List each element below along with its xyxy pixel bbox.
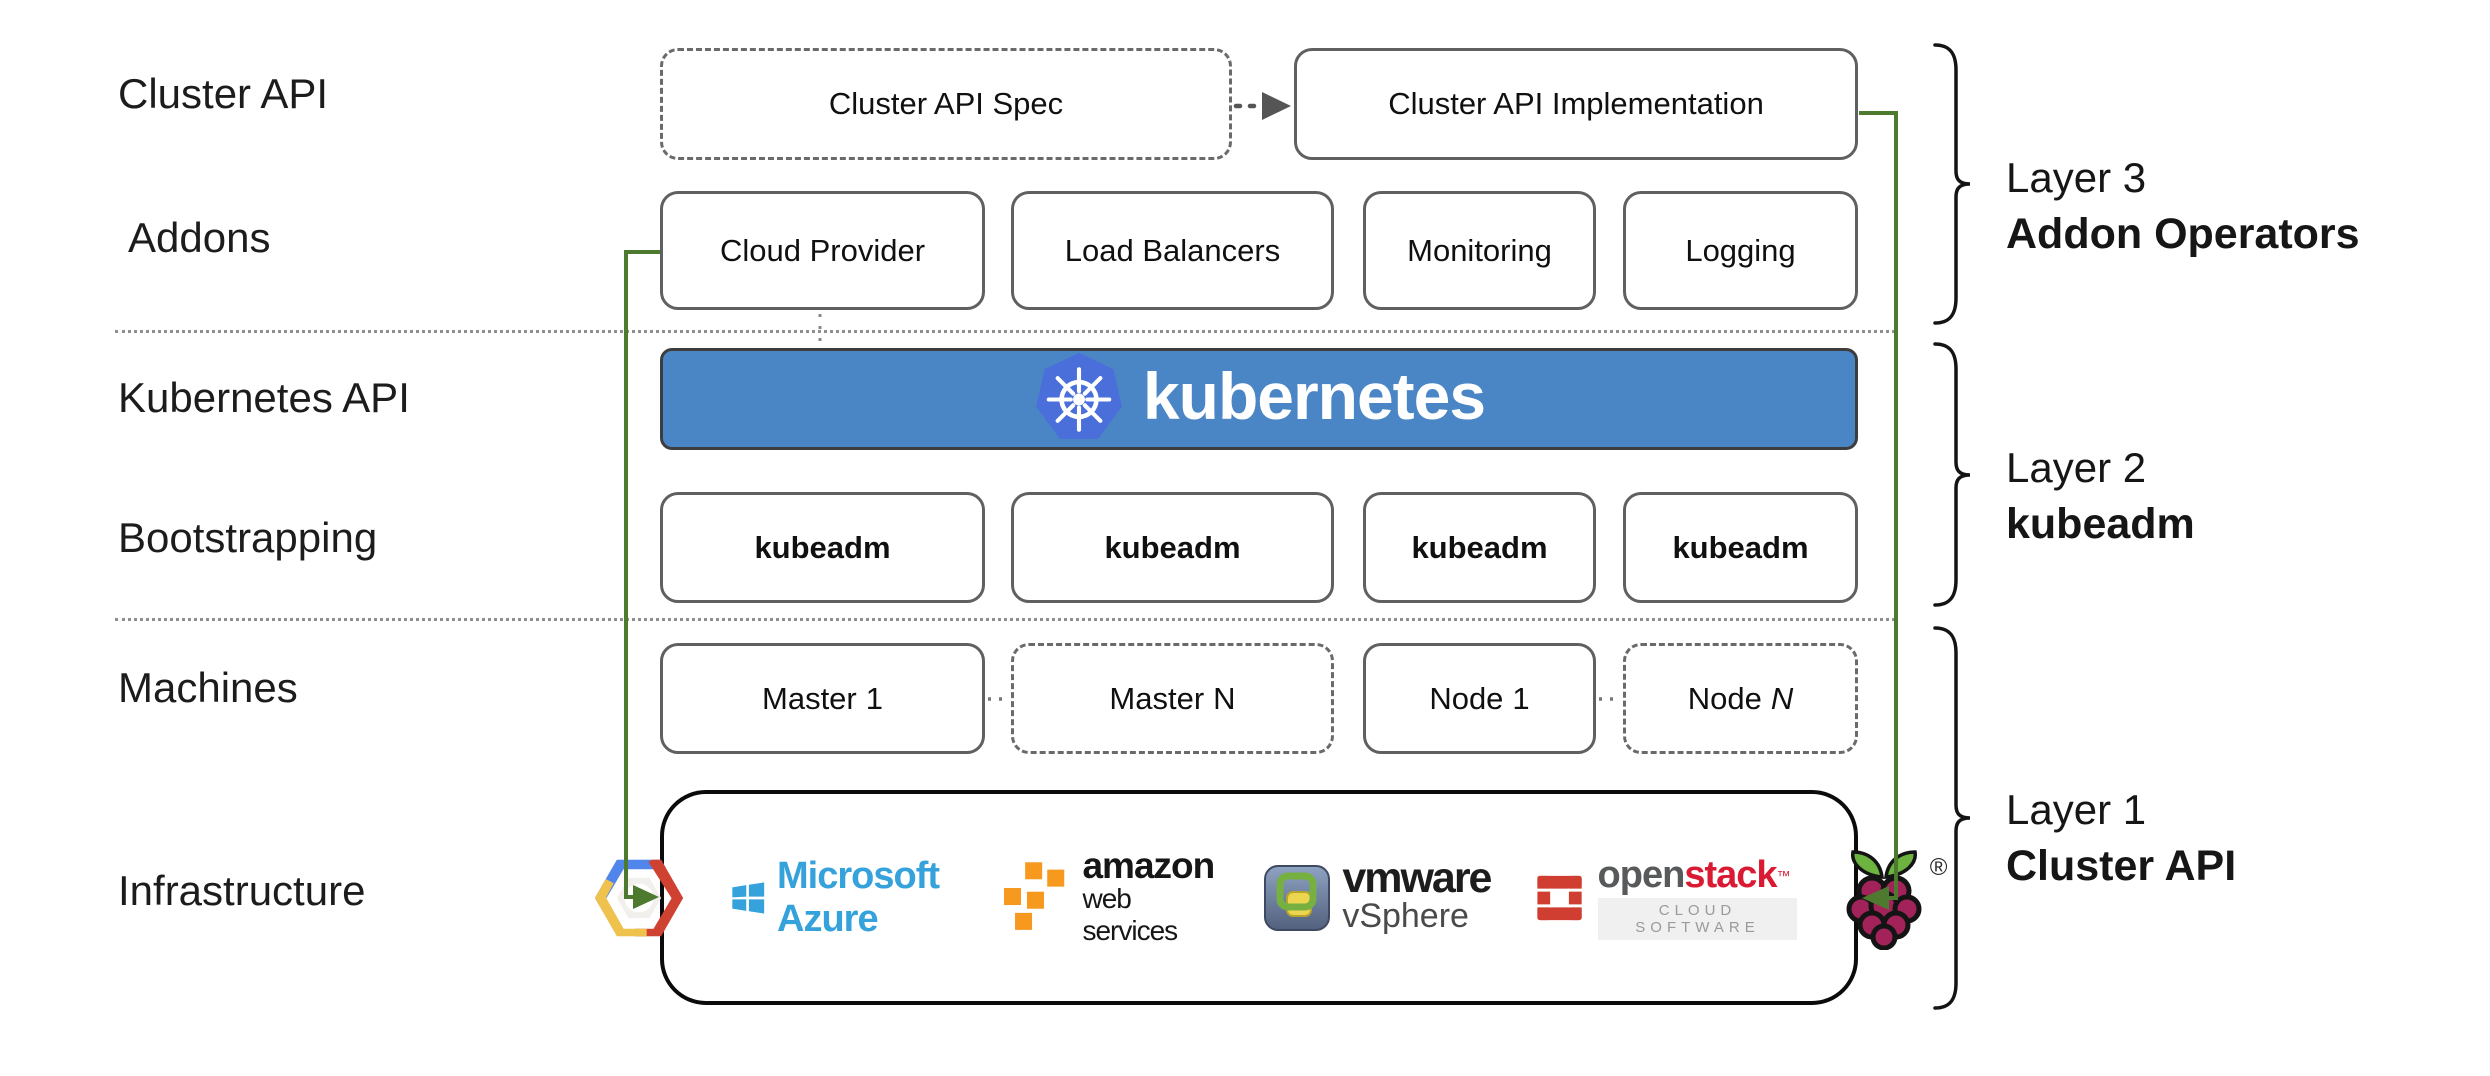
vmware-logo-text: vmware <box>1342 853 1492 902</box>
aws-logo-text-amazon: amazon <box>1082 844 1215 886</box>
box-master-n-label: Master <box>1109 680 1205 716</box>
raspberry-pi-logo: ® <box>1841 846 1947 950</box>
box-node-1: Node 1 <box>1363 643 1596 754</box>
google-cloud-logo <box>591 850 687 946</box>
layer-2-bracket <box>1933 342 1971 607</box>
openstack-logo-text-stack: stack <box>1684 853 1777 896</box>
box-cluster-api-implementation: Cluster API Implementation <box>1294 48 1858 160</box>
aws-logo: amazon web services <box>1001 844 1221 947</box>
box-kubeadm-1: kubeadm <box>660 492 985 603</box>
layer-3-title: Layer 3 <box>2006 154 2147 201</box>
layer-1-bracket <box>1933 626 1971 1010</box>
box-node-n-label: Node <box>1687 680 1762 716</box>
box-kubeadm-3: kubeadm <box>1363 492 1596 603</box>
box-monitoring: Monitoring <box>1363 191 1596 310</box>
google-cloud-hexagon-icon <box>594 859 683 936</box>
box-master-1-number: 1 <box>865 680 883 716</box>
kubernetes-logo-icon <box>1036 352 1122 439</box>
layer-1-title: Layer 1 <box>2006 786 2147 833</box>
openstack-trademark: ™ <box>1776 867 1791 884</box>
aws-logo-text-web-services: web services <box>1082 883 1178 947</box>
openstack-logo: openstack™ CLOUD SOFTWARE <box>1534 853 1798 940</box>
box-node-1-label: Node <box>1429 680 1504 716</box>
azure-window-icon <box>731 881 764 914</box>
spec-to-implementation-arrow <box>1233 92 1291 120</box>
box-kubeadm-1-label: kubeadm <box>754 529 891 565</box>
green-connector-right <box>1859 111 1898 910</box>
layer-3-bracket <box>1933 43 1971 325</box>
box-load-balancers: Load Balancers <box>1011 191 1334 310</box>
separator-bootstrapping-machines <box>115 618 1895 621</box>
box-logging: Logging <box>1623 191 1858 310</box>
box-load-balancers-label: Load Balancers <box>1064 232 1281 268</box>
row-label-addons: Addons <box>128 214 271 261</box>
box-node-n: Node N <box>1623 643 1858 754</box>
microsoft-azure-logo: Microsoft Azure <box>731 855 957 941</box>
separator-addons-kubernetes <box>115 330 1895 333</box>
box-kubeadm-3-label: kubeadm <box>1411 529 1548 565</box>
infrastructure-box: Microsoft Azure amazon web services <box>594 790 1947 1005</box>
raspberry-pi-registered-mark: ® <box>1929 853 1948 881</box>
layer-2-title: Layer 2 <box>2006 444 2147 491</box>
box-cluster-api-spec-label: Cluster API Spec <box>828 86 1064 121</box>
box-logging-label: Logging <box>1685 232 1796 268</box>
box-master-n: Master N <box>1011 643 1334 754</box>
row-label-bootstrapping: Bootstrapping <box>118 514 378 561</box>
box-node-1-number: 1 <box>1512 680 1530 716</box>
layer-1-subtitle: Cluster API <box>2006 842 2237 890</box>
vmware-vsphere-logo: vmware vSphere <box>1264 853 1492 937</box>
vsphere-icon <box>1264 864 1331 931</box>
box-kubeadm-4: kubeadm <box>1623 492 1858 603</box>
box-monitoring-label: Monitoring <box>1407 232 1552 268</box>
box-cluster-api-implementation-label: Cluster API Implementation <box>1388 86 1764 121</box>
azure-logo-text: Microsoft Azure <box>777 854 940 940</box>
box-cloud-provider-label: Cloud Provider <box>719 232 926 268</box>
openstack-logo-subtext: CLOUD SOFTWARE <box>1597 897 1798 940</box>
layer-3-subtitle: Addon Operators <box>2006 210 2360 258</box>
row-label-machines: Machines <box>118 664 298 711</box>
box-master-n-number: N <box>1213 680 1236 716</box>
box-master-1: Master 1 <box>660 643 985 754</box>
box-kubeadm-2-label: kubeadm <box>1104 529 1241 565</box>
layer-2-annotation: Layer 2 kubeadm <box>2006 444 2195 549</box>
kubernetes-wordmark: kubernetes <box>1142 359 1486 433</box>
layer-1-annotation: Layer 1 Cluster API <box>2006 786 2236 891</box>
vsphere-logo-text: vSphere <box>1342 897 1469 936</box>
box-cluster-api-spec: Cluster API Spec <box>660 48 1232 160</box>
row-label-kubernetes-api: Kubernetes API <box>118 374 410 421</box>
box-node-n-number: N <box>1770 680 1794 716</box>
aws-cubes-icon <box>1001 860 1067 933</box>
layer-2-subtitle: kubeadm <box>2006 500 2195 548</box>
green-connector-left <box>624 250 660 909</box>
raspberry-pi-icon <box>1846 849 1922 950</box>
box-kubeadm-4-label: kubeadm <box>1672 529 1809 565</box>
openstack-icon <box>1537 875 1583 920</box>
box-kubeadm-2: kubeadm <box>1011 492 1334 603</box>
kubernetes-banner: kubernetes <box>660 348 1858 450</box>
row-label-infrastructure: Infrastructure <box>118 867 366 914</box>
layer-3-annotation: Layer 3 Addon Operators <box>2006 154 2360 259</box>
row-label-cluster-api: Cluster API <box>118 70 329 117</box>
openstack-logo-text-open: open <box>1597 853 1686 896</box>
box-master-1-label: Master <box>762 680 857 716</box>
box-cloud-provider: Cloud Provider <box>660 191 985 310</box>
